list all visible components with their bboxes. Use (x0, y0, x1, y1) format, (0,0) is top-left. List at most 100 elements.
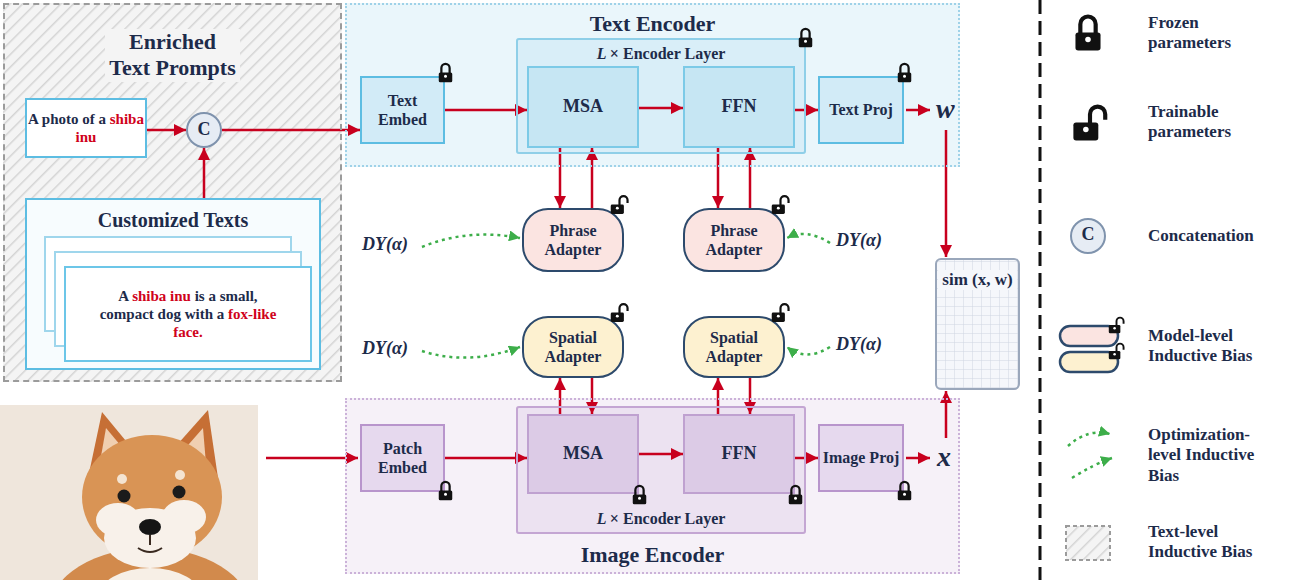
photo-backdrop (0, 405, 258, 580)
node-text: L × Encoder Layer (597, 44, 726, 63)
panel-fills (3, 3, 1020, 574)
layer-box: L × Encoder Layer MSA FFN (516, 406, 806, 534)
concat-letter: C (1079, 224, 1097, 246)
text-run: × (610, 510, 623, 527)
text-run: dog (158, 306, 185, 322)
module-box: FFN (683, 414, 795, 494)
schedule-label: DY(α) (362, 338, 408, 360)
optimization-sample (1072, 458, 1112, 478)
adapter-pill: Phrase Adapter (683, 208, 785, 272)
output-symbol: x (937, 440, 951, 474)
panel-fill (345, 398, 960, 574)
node-text: sim (x, w) (938, 270, 1016, 290)
text-run: photo (42, 111, 82, 127)
node-text: Phrase Adapter (524, 221, 622, 259)
module-box: Text Embed (360, 76, 445, 144)
unlock-icon (1073, 107, 1105, 141)
schedule-label: DY(α) (836, 230, 882, 252)
text-bias-sample (1066, 526, 1110, 560)
text-run: Enriched (109, 29, 236, 55)
prompt-panel: Enriched Text Prompts A photo of a shiba … (3, 3, 342, 382)
flow-arrow (591, 148, 594, 208)
node-text: Spatial Adapter (524, 328, 622, 366)
panel-fill (345, 3, 960, 167)
dog-nose (139, 519, 161, 535)
optimization-arrow (787, 234, 830, 243)
text-run: Layer (684, 510, 725, 527)
node-text: L × Encoder Layer (597, 509, 726, 528)
layer-box: L × Encoder LayerMSAFFN (516, 38, 806, 154)
panel-fill (3, 3, 342, 382)
text-run: L (597, 45, 610, 62)
flow-arrow (717, 378, 720, 414)
flow-arrow (639, 453, 683, 456)
flow-arrow (445, 457, 527, 460)
text-run: shiba (110, 111, 144, 127)
text-run: Encoder (623, 510, 684, 527)
module-box: Patch Embed (360, 424, 445, 492)
text-run: is (195, 288, 209, 304)
node-text: Customized Texts (98, 208, 249, 232)
text-run: of (82, 111, 98, 127)
dog-chest (98, 568, 202, 580)
legend-text: Optimization-level Inductive Bias (1148, 425, 1280, 486)
legend-text: Trainable parameters (1148, 102, 1280, 143)
node-text: A photo of a shiba inu (27, 110, 145, 146)
dog-brow (117, 474, 127, 484)
node-text: Enriched Text Prompts (105, 29, 240, 82)
legend-text: Concatenation (1148, 226, 1280, 246)
adapter-pill: Spatial Adapter (522, 316, 624, 378)
text-run: × (610, 45, 623, 62)
concat-circle: C (186, 112, 222, 148)
panel-fill (516, 38, 806, 154)
output-arrow (906, 109, 930, 112)
text-run: Encoder (623, 45, 684, 62)
text-run: with (185, 306, 217, 322)
node-text: Text Encoder (590, 11, 716, 37)
text-run: a (99, 111, 110, 127)
dog-mouth (138, 535, 162, 552)
optimization-arrow (422, 235, 520, 247)
legend-text: Frozen parameters (1148, 13, 1280, 54)
dog-photo (0, 405, 258, 580)
module-box: Text Proj (818, 76, 904, 144)
module-box: Image Proj (818, 424, 904, 492)
unlock-icon (772, 304, 789, 322)
node-text: C (198, 119, 211, 141)
panel-fill (935, 258, 1020, 390)
optimization-arrow (787, 347, 830, 355)
text-run: inu (76, 129, 97, 145)
unlock-icon (772, 196, 789, 214)
flow-arrow (639, 107, 683, 110)
custom-text-panel: Customized Texts A shiba inu is a small, … (25, 198, 321, 370)
lock-icon (1075, 16, 1100, 50)
flow-arrow (717, 148, 720, 208)
flow-arrow (749, 378, 752, 414)
node-text: A shiba inu is a small, compact dog with… (91, 287, 286, 341)
text-run: face. (173, 324, 203, 340)
flow-arrow (147, 129, 186, 132)
schedule-label: DY(α) (362, 234, 408, 256)
module-box: MSA (527, 414, 639, 494)
adapter-pill: Phrase Adapter (522, 208, 624, 272)
node-text: FFN (722, 96, 757, 118)
unlock-icon (611, 304, 628, 322)
encoder-panel: Image Encoder Patch Embed L × Encoder Laye… (345, 398, 960, 574)
node-text: Phrase Adapter (685, 221, 783, 259)
text-run: fox-like (228, 306, 276, 322)
prompt-box: A photo of a shiba inu (25, 98, 147, 158)
node-text: Image Encoder (581, 542, 725, 568)
text-run: A (28, 111, 42, 127)
flow-arrow (749, 148, 752, 208)
text-run: compact (100, 306, 158, 322)
dog-muzzle (104, 508, 196, 568)
dog-eye (173, 486, 186, 499)
unlock-icon (1109, 344, 1124, 360)
node-text: MSA (563, 443, 603, 465)
text-run: a (208, 288, 219, 304)
text-card: A shiba inu is a small, compact dog with… (64, 266, 312, 362)
node-text: Patch Embed (362, 439, 443, 477)
node-text: Text Embed (362, 91, 443, 129)
text-run: Text (109, 55, 155, 80)
